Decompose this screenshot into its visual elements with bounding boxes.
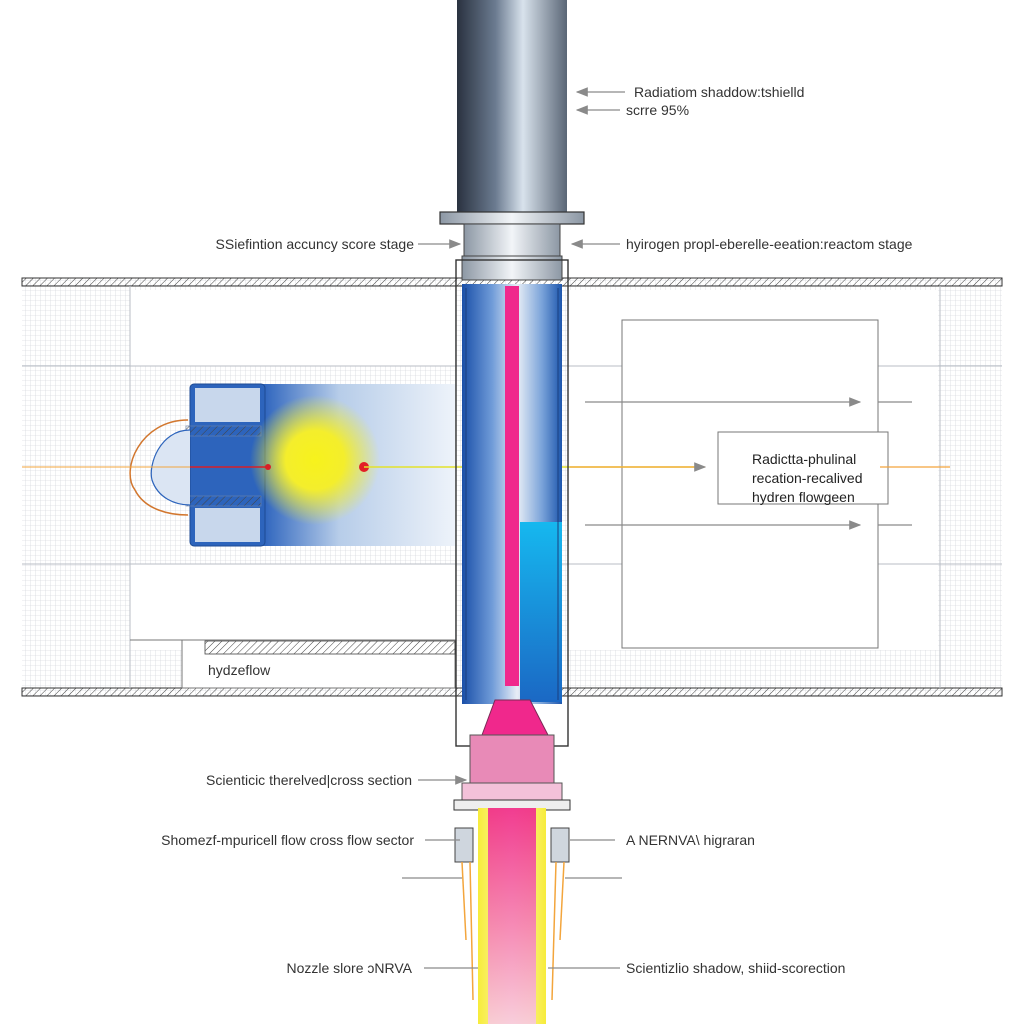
radiation-shield-label: Radiatiom shaddow:tshielld xyxy=(634,84,805,100)
flow-sector-label: Shomezf-mpuricell flow cross flow sector xyxy=(161,832,414,848)
reactor-vessel xyxy=(453,259,571,811)
exhaust-plume xyxy=(454,808,570,1024)
score-label: scrre 95% xyxy=(626,102,690,118)
shadow-shield-rod xyxy=(439,0,585,281)
side-note-line2: recation-recalived xyxy=(752,470,863,486)
hydzeflow-label: hydzeflow xyxy=(208,662,271,678)
right-stage-label: hyirogen propl-eberelle-eeation:reactom … xyxy=(626,236,913,252)
nerva-label: A NERNVA\ higraran xyxy=(626,832,755,848)
core-channel xyxy=(505,286,519,686)
fission-glow xyxy=(250,395,380,525)
cross-section-label: Scienticic therelved|cross section xyxy=(206,772,412,788)
side-note-line3: hydren flowgeen xyxy=(752,489,855,505)
annotation-leaders xyxy=(402,87,950,969)
nozzle-label: Nozzle slore ɔNRVA xyxy=(286,960,412,976)
hydrogen-injector xyxy=(22,383,700,547)
side-note-line1: Radictta-phulinal xyxy=(752,451,857,467)
left-stage-label: SSiefintion accuncy score stage xyxy=(215,236,414,252)
shadow-shield-label: Scientizlio shadow, shiid-scorection xyxy=(626,960,846,976)
